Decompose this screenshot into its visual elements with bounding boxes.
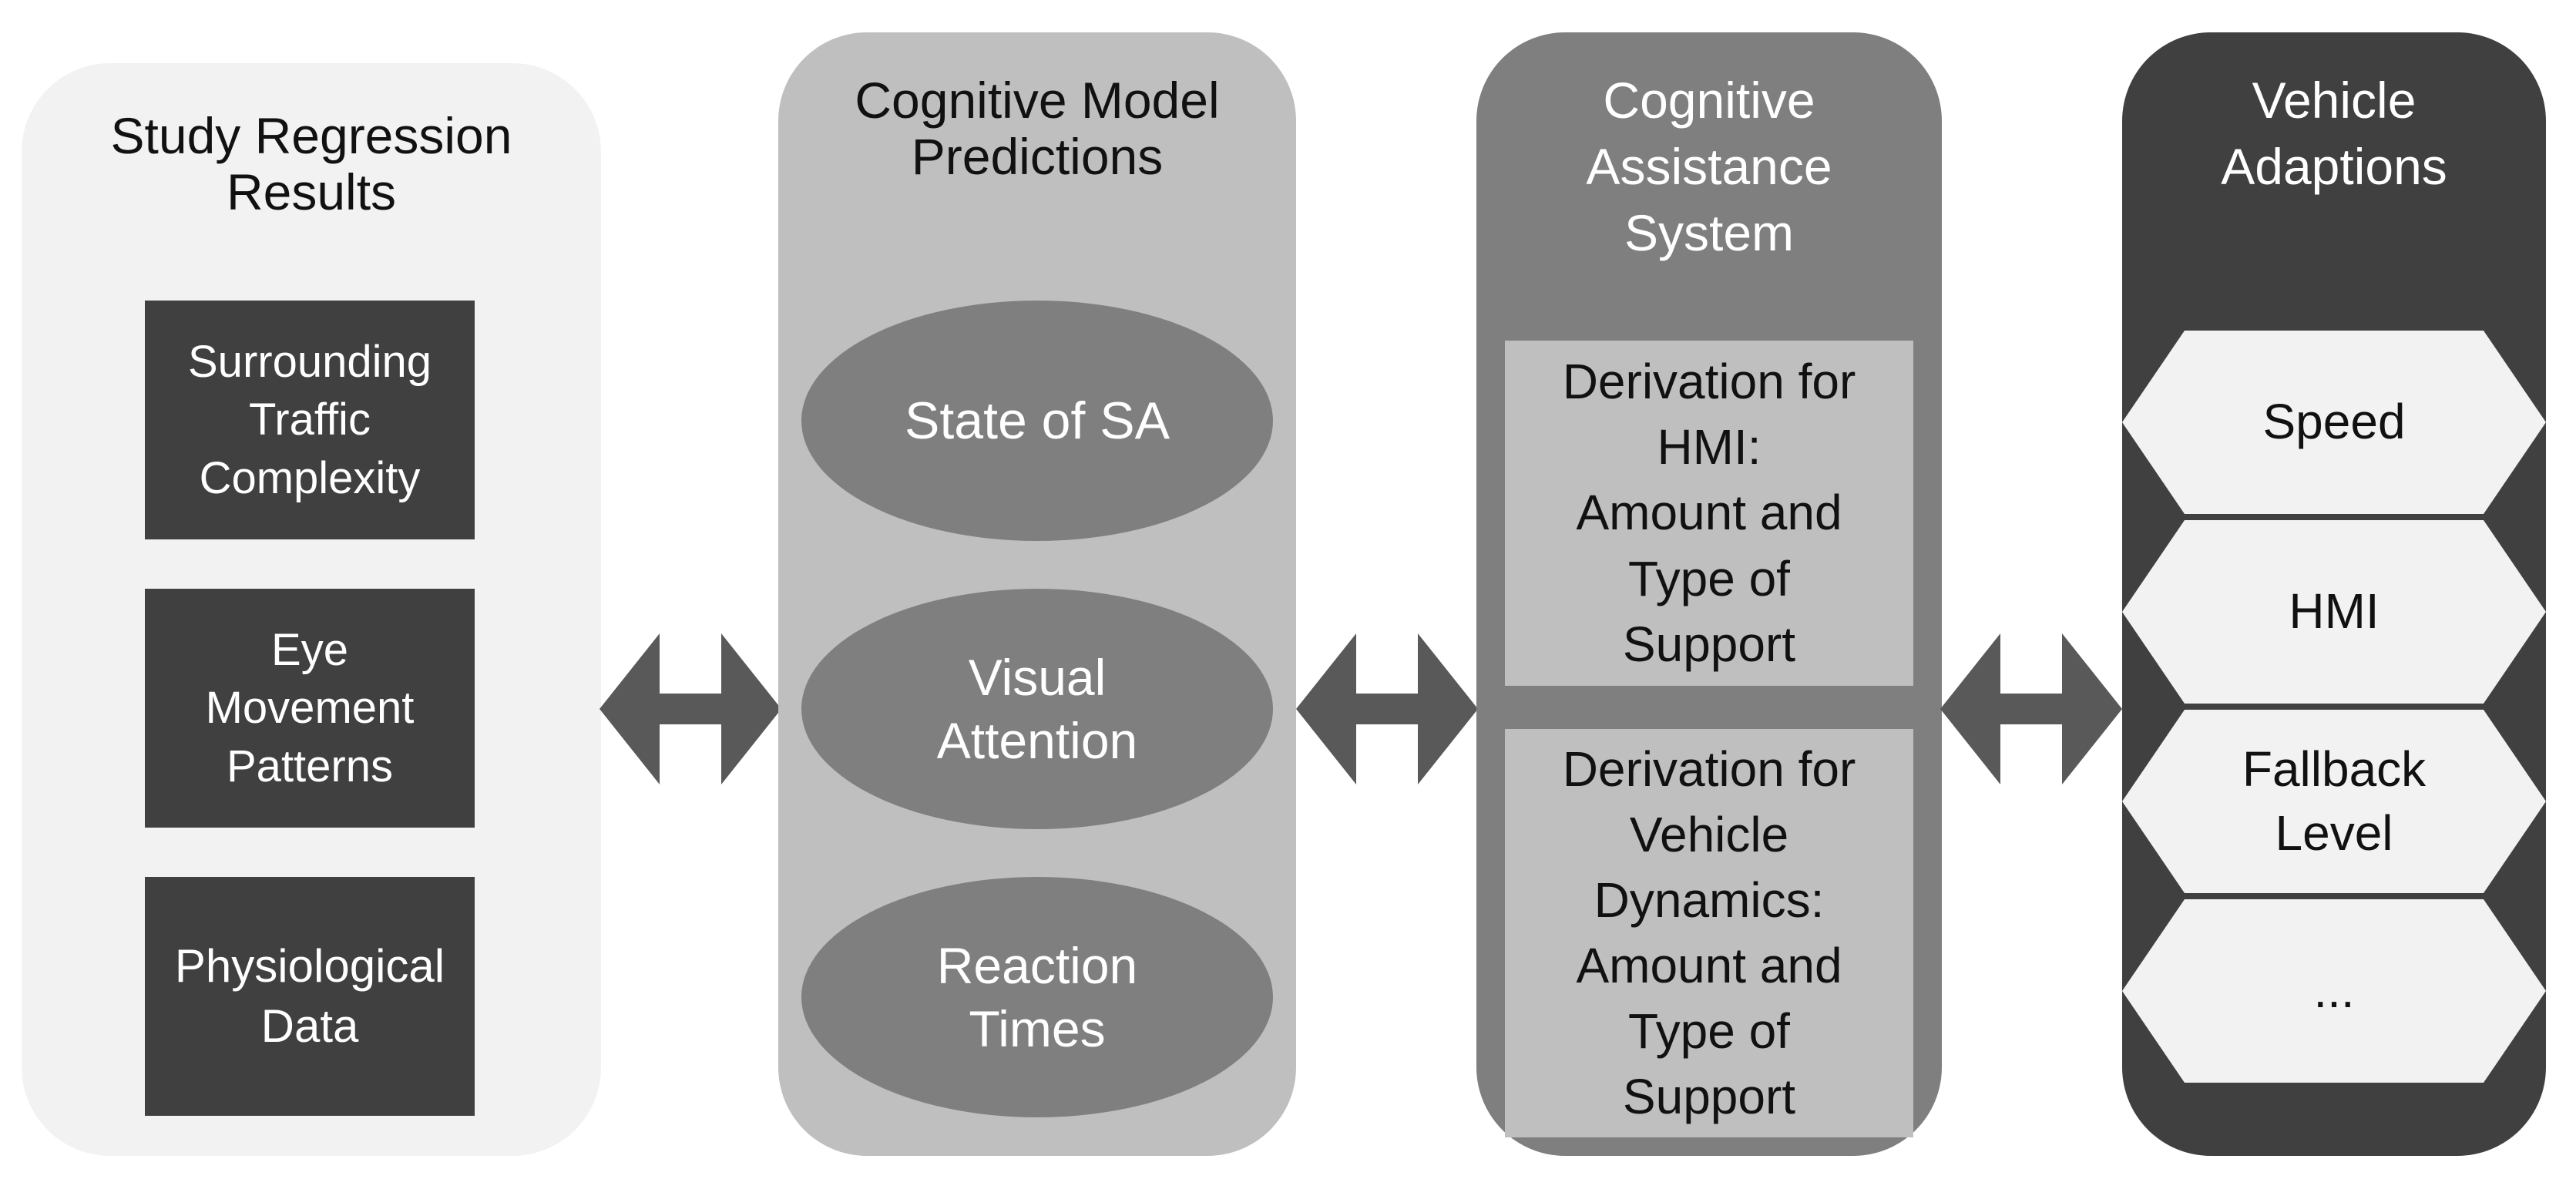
fallback-level-hexagon	[2122, 710, 2546, 893]
derivation-hmi-box: Derivation for HMI: Amount and Type of S…	[1505, 341, 1913, 686]
more-hexagon	[2122, 899, 2546, 1083]
double-arrow-icon	[599, 633, 781, 784]
physiological-data-box: Physiological Data	[145, 877, 475, 1116]
hmi-hexagon	[2122, 520, 2546, 704]
study-results-title: Study Regression Results	[110, 107, 512, 220]
double-arrow-icon	[1940, 633, 2122, 784]
cognitive-model-title: Cognitive Model Predictions	[855, 72, 1220, 185]
eye-movement-patterns-box: Eye Movement Patterns	[145, 589, 475, 828]
visual-attention-ellipse: Visual Attention	[801, 589, 1273, 829]
speed-label: Speed	[2262, 394, 2406, 450]
state-of-sa-ellipse: State of SA	[801, 301, 1273, 541]
fallback-level-label: Fallback Level	[2242, 741, 2427, 861]
more-items-label: ...	[2313, 962, 2355, 1019]
derivation-vehicle-dynamics-box: Derivation for Vehicle Dynamics: Amount …	[1505, 729, 1913, 1137]
assistance-system-title: Cognitive Assistance System	[1586, 72, 1832, 261]
surrounding-traffic-complexity-box: Surrounding Traffic Complexity	[145, 301, 475, 539]
speed-hexagon	[2122, 331, 2546, 514]
reaction-times-ellipse: Reaction Times	[801, 877, 1273, 1117]
double-arrow-icon	[1296, 633, 1478, 784]
vehicle-adaptions-title: Vehicle Adaptions	[2221, 72, 2447, 195]
hmi-label: HMI	[2289, 583, 2380, 640]
